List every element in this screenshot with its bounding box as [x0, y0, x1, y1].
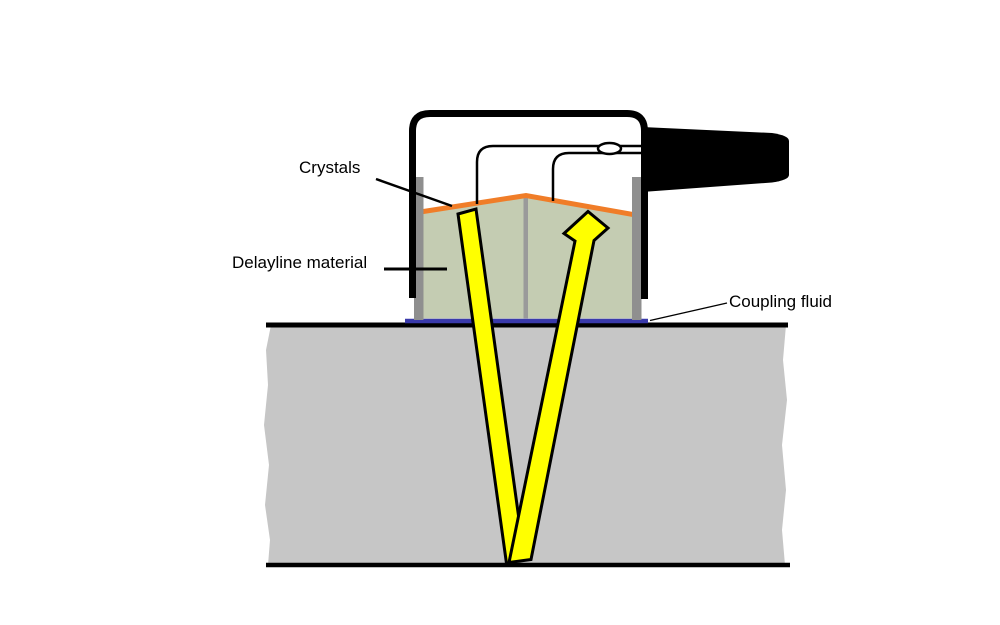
test-material-block — [264, 325, 787, 565]
crystal-wire-left — [475, 144, 642, 204]
coupling-fluid-label: Coupling fluid — [729, 292, 833, 311]
cable-connector — [642, 127, 789, 192]
cable-loop — [596, 141, 623, 156]
beam-receive-arrow — [507, 209, 611, 565]
delayline-material-label: Delayline material — [232, 253, 368, 272]
housing-liner-right — [632, 177, 642, 320]
crystals-label: Crystals — [299, 158, 361, 177]
probe-housing-outline — [409, 110, 648, 299]
crystals-leader-line — [375, 177, 453, 208]
crystals-line — [416, 192, 637, 218]
housing-liner-left — [414, 177, 424, 320]
center-divider-bar — [523, 196, 528, 319]
crystal-wire-right — [551, 151, 642, 201]
coupling-leader-line — [649, 302, 728, 322]
